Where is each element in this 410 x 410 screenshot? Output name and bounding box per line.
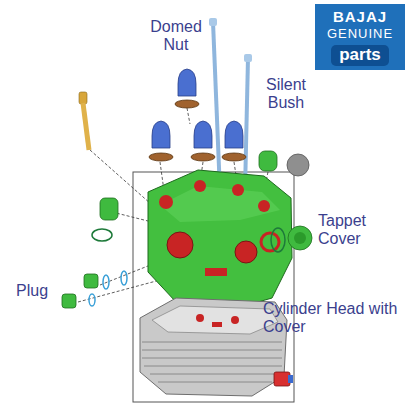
- cylinder-head-cover: [167, 232, 193, 258]
- silent-bush: [259, 151, 309, 176]
- cylinder-head: [288, 375, 293, 383]
- domed-nut: [225, 121, 243, 148]
- domed-nut: [152, 121, 170, 148]
- cap-plug: [92, 229, 112, 241]
- bolt: [83, 103, 89, 150]
- cylinder-head: [142, 342, 282, 343]
- cylinder-head: [150, 374, 280, 375]
- cap-plug: [92, 198, 118, 241]
- cylinder-head: [158, 382, 272, 383]
- brand-text: GENUINE: [318, 25, 402, 42]
- cylinder-head-cover: [194, 180, 206, 192]
- part-name: Cylinder Head with Cover: [263, 300, 399, 336]
- part-name: Domed Nut: [140, 18, 212, 54]
- domed-nut: [178, 69, 196, 96]
- stud-bolt: [209, 18, 217, 26]
- cylinder-head: [196, 314, 204, 322]
- plug: [62, 294, 76, 308]
- cylinder-head: [142, 358, 282, 359]
- silent-bush: [259, 151, 277, 171]
- brand-text: BAJAJ: [318, 8, 402, 25]
- domed-nut: [222, 153, 246, 161]
- domed-nut: [194, 121, 212, 148]
- stud-bolt: [244, 54, 252, 62]
- cylinder-head-cover: [258, 200, 270, 212]
- cylinder-head: [231, 316, 239, 324]
- cylinder-head-cover: [148, 170, 292, 310]
- bolt: [79, 92, 87, 104]
- cylinder-head: [142, 350, 282, 351]
- cylinder-head-cover: [160, 186, 280, 222]
- part-name: Silent Bush: [256, 76, 316, 112]
- cylinder-head: [152, 306, 278, 334]
- cylinder-head: [212, 322, 222, 327]
- brand-badge: BAJAJGENUINE parts: [315, 4, 405, 70]
- plug: [84, 274, 98, 288]
- domed-nut: [175, 69, 199, 108]
- silent-bush: [287, 154, 309, 176]
- tappet-cover: [271, 228, 285, 252]
- domed-nut: [191, 153, 215, 161]
- cylinder-head-cover: [159, 195, 173, 209]
- domed-nut: [149, 121, 246, 161]
- plug: [89, 294, 95, 306]
- plug: [62, 271, 127, 308]
- plug: [121, 271, 127, 285]
- brand-text: parts: [331, 45, 389, 66]
- tappet-cover: [288, 226, 312, 250]
- bolt: [79, 92, 89, 150]
- cylinder-head: [144, 366, 282, 367]
- cylinder-head-cover: [235, 241, 257, 263]
- cylinder-head-cover: [261, 233, 279, 251]
- tappet-cover: [271, 226, 312, 252]
- plug: [103, 275, 109, 289]
- cylinder-head-cover: [205, 268, 227, 276]
- assembly-line: [187, 108, 190, 124]
- part-name: Plug: [16, 282, 66, 300]
- cylinder-head: [142, 342, 282, 382]
- stud-bolt: [213, 22, 220, 192]
- part-name: Tappet Cover: [318, 212, 384, 248]
- tappet-cover: [294, 232, 306, 244]
- cap-plug: [100, 198, 118, 220]
- domed-nut: [149, 153, 173, 161]
- cylinder-head: [274, 372, 290, 386]
- cylinder-head-cover: [232, 184, 244, 196]
- domed-nut: [175, 100, 199, 108]
- cylinder-head-cover: [148, 170, 292, 310]
